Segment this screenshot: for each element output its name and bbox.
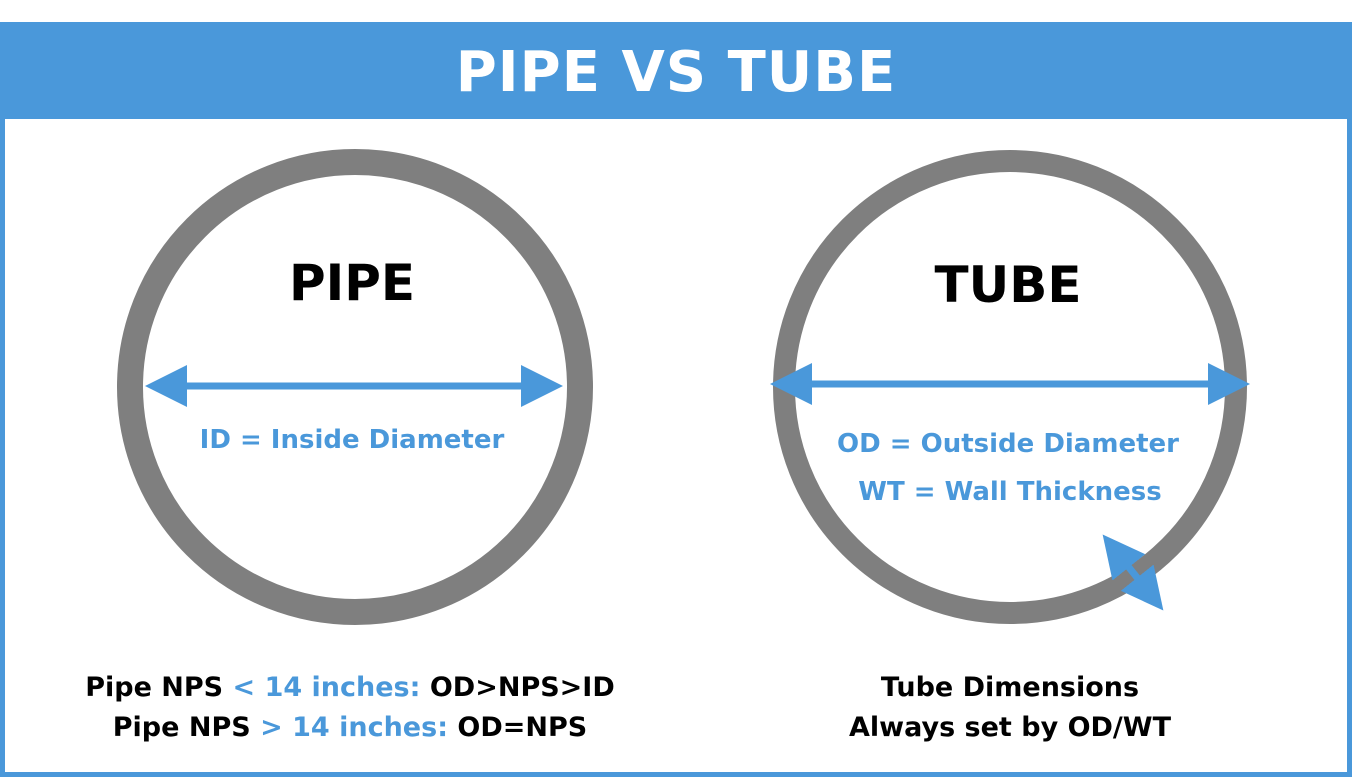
pipe-ring <box>117 149 593 625</box>
tube-wt-arrow <box>1102 534 1164 611</box>
pipe-note-result: OD>NPS>ID <box>420 672 615 703</box>
pipe-note-result: OD=NPS <box>448 712 588 743</box>
tube-od-label: OD = Outside Diameter <box>837 429 1179 459</box>
pipe-note-separator: : <box>437 712 448 743</box>
header-bar: PIPE VS TUBE <box>5 27 1347 119</box>
tube-label: TUBE <box>935 256 1082 314</box>
pipe-note-prefix: Pipe NPS <box>112 712 261 743</box>
pipe-note-line: Pipe NPS < 14 inches: OD>NPS>ID <box>0 668 700 708</box>
pipe-note-condition: > 14 inches <box>260 712 438 743</box>
pipe-id-label: ID = Inside Diameter <box>200 425 505 455</box>
tube-notes: Tube Dimensions Always set by OD/WT <box>660 668 1352 748</box>
pipe-note-prefix: Pipe NPS <box>85 672 233 703</box>
pipe-note-separator: : <box>409 672 421 703</box>
pipe-notes: Pipe NPS < 14 inches: OD>NPS>ID Pipe NPS… <box>0 668 700 748</box>
page-title: PIPE VS TUBE <box>455 39 897 105</box>
tube-note-line: Tube Dimensions <box>880 672 1140 703</box>
tube-wt-label: WT = Wall Thickness <box>858 477 1161 507</box>
tube-note-line: Always set by OD/WT <box>849 712 1171 743</box>
pipe-note-condition: < 14 inches <box>232 672 410 703</box>
pipe-note-line: Pipe NPS > 14 inches: OD=NPS <box>0 708 700 748</box>
pipe-label: PIPE <box>289 254 415 312</box>
